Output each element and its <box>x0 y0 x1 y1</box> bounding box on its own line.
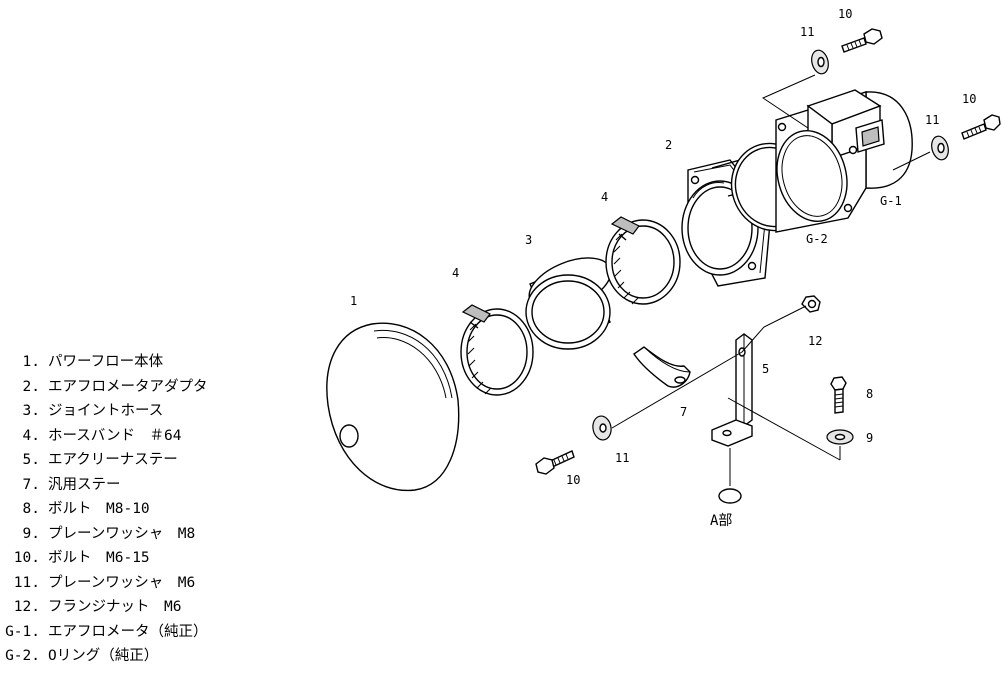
callout-2: 2 <box>665 138 672 152</box>
legend-item: 7. 汎用ステー <box>0 473 290 498</box>
legend-text: ホースバンド ＃64 <box>48 427 182 444</box>
legend-item: 9. プレーンワッシャ M8 <box>0 522 290 547</box>
callout-7: 7 <box>680 405 687 419</box>
part-4-hose-band-right <box>605 216 681 305</box>
callout-3: 3 <box>525 233 532 247</box>
legend-text: パワーフロー本体 <box>48 354 164 370</box>
part-1-power-flow-body <box>326 322 460 492</box>
bolt-10-right <box>961 114 1001 140</box>
legend-number: 2. <box>22 378 40 395</box>
parts-legend: 1. パワーフロー本体 2. エアフロメータアダプタ 3. ジョイントホース 4. ホー… <box>0 350 290 669</box>
legend-number: 4. <box>22 427 40 444</box>
legend-item: 4. ホースバンド ＃64 <box>0 424 290 449</box>
bolt-10-bottom <box>535 450 575 475</box>
legend-text: ボルト M8-10 <box>48 501 150 517</box>
callout-4-right: 4 <box>601 190 608 204</box>
part-3-joint-hose <box>525 257 612 350</box>
legend-text: プレーンワッシャ M6 <box>48 574 196 591</box>
bolt-10-top <box>841 28 883 53</box>
callout-5: 5 <box>762 362 769 376</box>
legend-text: フランジナット M6 <box>48 599 182 615</box>
callout-11-top: 11 <box>800 25 814 39</box>
callout-10-right: 10 <box>962 92 976 106</box>
legend-number: 11. <box>13 574 40 591</box>
legend-number: 3. <box>22 403 40 419</box>
legend-text: Oリング（純正） <box>48 648 159 664</box>
legend-item: 1. パワーフロー本体 <box>0 350 290 375</box>
legend-text: エアフロメータ（純正） <box>48 623 208 640</box>
part-g1-airflow-meter <box>775 89 913 233</box>
detail-a-label: A部 <box>710 513 732 529</box>
legend-item: 8. ボルト M8-10 <box>0 497 290 522</box>
legend-item: 2. エアフロメータアダプタ <box>0 375 290 400</box>
washer-11-right <box>931 135 949 161</box>
callout-8: 8 <box>866 387 873 401</box>
callout-10-bottom: 10 <box>566 473 580 487</box>
legend-item: 3. ジョイントホース <box>0 399 290 424</box>
legend-number: 12. <box>13 599 40 615</box>
callout-11-right: 11 <box>925 113 939 127</box>
legend-text: ジョイントホース <box>48 403 164 419</box>
legend-text: ボルト M6-15 <box>48 550 150 566</box>
callout-g2: G-2 <box>806 232 828 246</box>
washer-9 <box>826 429 854 445</box>
legend-number: 10. <box>13 550 40 566</box>
legend-number: 5. <box>22 452 40 468</box>
legend-number: 9. <box>22 525 40 542</box>
assembly-lines <box>611 74 931 486</box>
legend-number: 8. <box>22 501 40 517</box>
legend-number: 1. <box>22 354 40 370</box>
washer-11-top <box>811 49 829 75</box>
legend-text: エアフロメータアダプタ <box>48 378 208 395</box>
legend-item: G-1. エアフロメータ（純正） <box>0 620 290 645</box>
legend-item: G-2. Oリング（純正） <box>0 644 290 669</box>
legend-item: 11. プレーンワッシャ M6 <box>0 571 290 596</box>
part-4-hose-band-left <box>460 304 534 396</box>
legend-text: 汎用ステー <box>48 476 121 493</box>
callout-12: 12 <box>808 334 822 348</box>
legend-number: G-1. <box>5 623 40 640</box>
legend-item: 5. エアクリーナステー <box>0 448 290 473</box>
callout-10-top: 10 <box>838 7 852 21</box>
callout-4-left: 4 <box>452 266 459 280</box>
bolt-8 <box>830 376 847 414</box>
washer-11-bottom <box>592 415 612 441</box>
callout-g1: G-1 <box>880 194 902 208</box>
legend-item: 10. ボルト M6-15 <box>0 546 290 571</box>
legend-text: プレーンワッシャ M8 <box>48 525 196 542</box>
legend-text: エアクリーナステー <box>48 452 178 468</box>
callout-1: 1 <box>350 294 357 308</box>
part-5-air-cleaner-stay <box>711 333 753 447</box>
legend-number: G-2. <box>5 648 40 664</box>
callout-9: 9 <box>866 431 873 445</box>
flange-nut-12 <box>801 295 821 313</box>
part-7-general-stay <box>633 346 691 388</box>
callout-11-bottom: 11 <box>615 451 629 465</box>
legend-number: 7. <box>22 476 40 493</box>
detail-a-marker <box>718 488 742 504</box>
legend-item: 12. フランジナット M6 <box>0 595 290 620</box>
